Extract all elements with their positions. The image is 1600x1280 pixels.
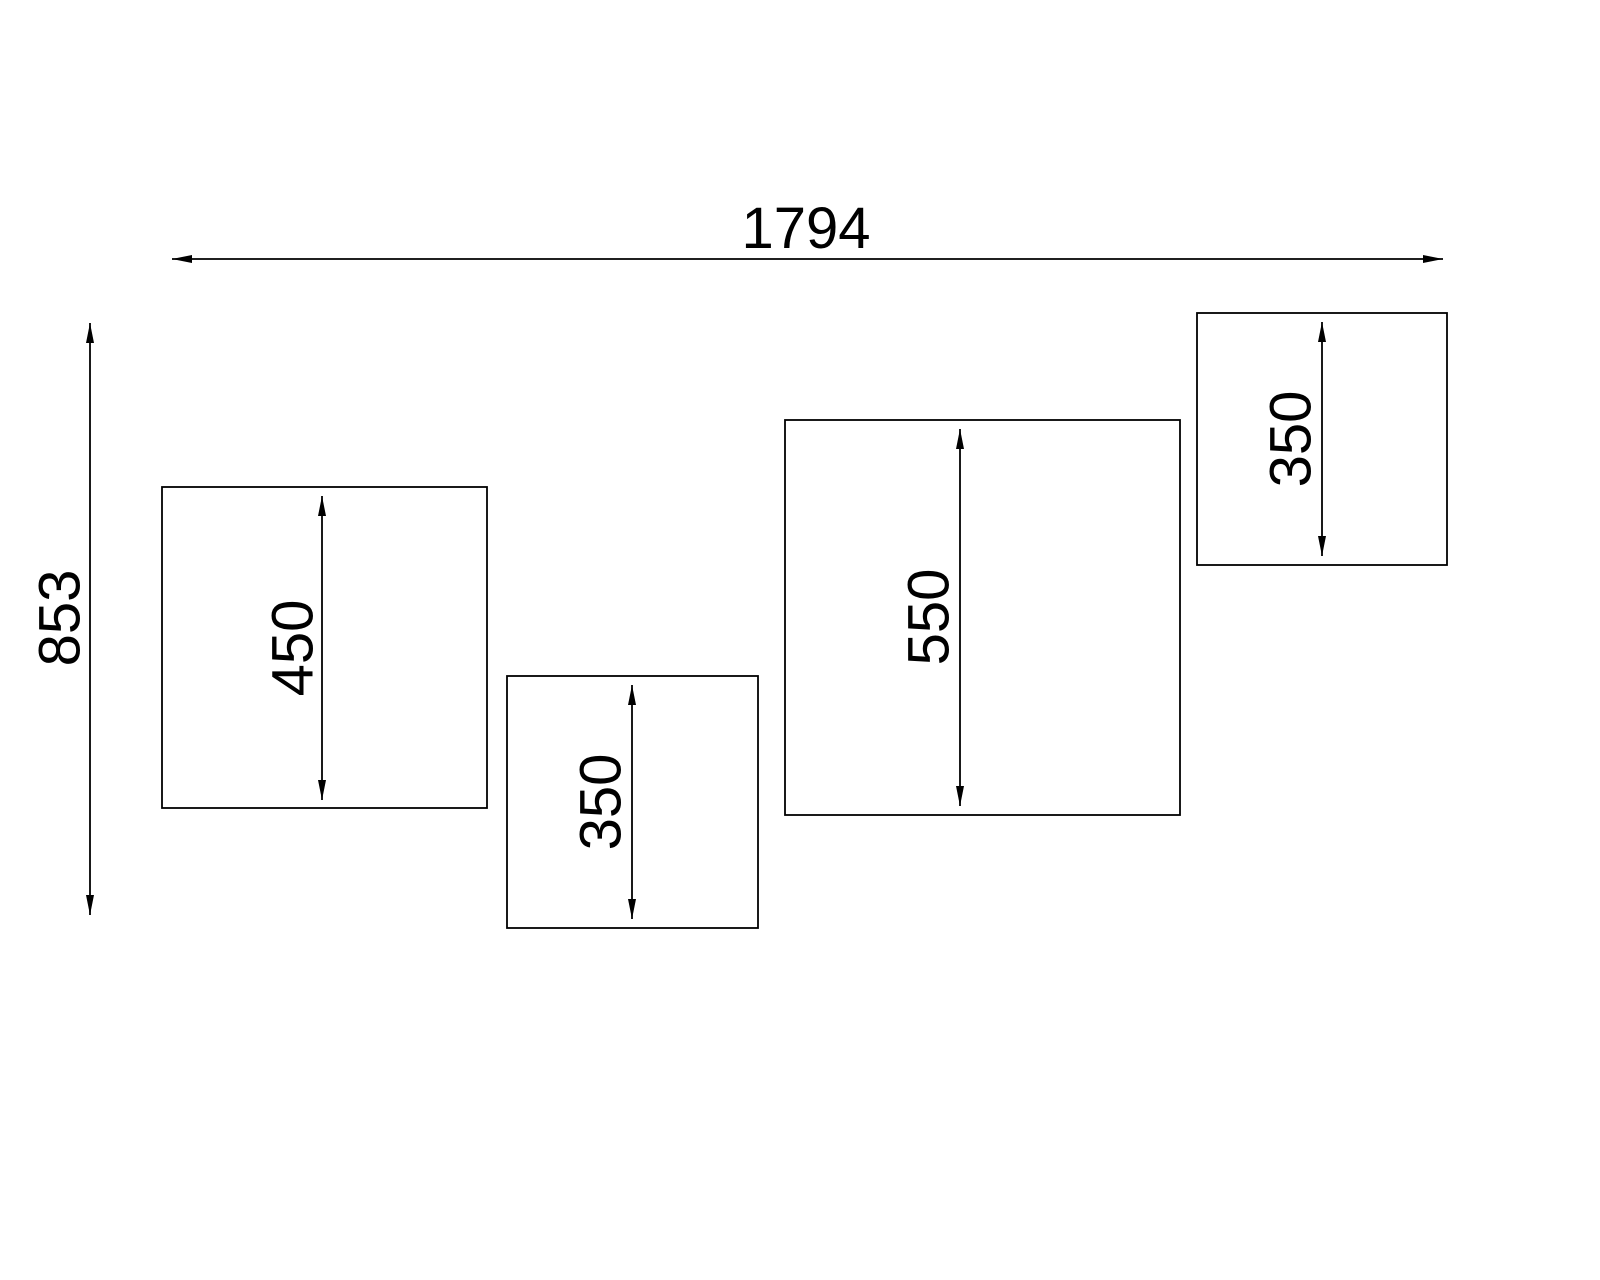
panel-4-outline xyxy=(1196,312,1448,566)
panel-2-arrow-down-icon xyxy=(628,899,636,919)
panel-3-arrow-down-icon xyxy=(956,786,964,806)
overall-width-dimension: 1794 xyxy=(172,196,1443,263)
panel-2-arrow-up-icon xyxy=(628,685,636,705)
panel-3-height-label: 550 xyxy=(897,569,962,666)
panel-2: 350 xyxy=(506,675,759,929)
panel-3-outline xyxy=(784,419,1181,816)
height-arrow-up-icon xyxy=(86,323,94,343)
panel-2-outline xyxy=(506,675,759,929)
width-arrow-right-icon xyxy=(1423,255,1443,263)
panel-1-height-label: 450 xyxy=(261,600,326,697)
panel-1-arrow-up-icon xyxy=(318,496,326,516)
panel-1: 450 xyxy=(161,486,488,809)
panel-4: 350 xyxy=(1196,312,1448,566)
panel-1-outline xyxy=(161,486,488,809)
panel-4-arrow-up-icon xyxy=(1318,322,1326,342)
panel-1-arrow-down-icon xyxy=(318,780,326,800)
overall-height-dimension: 853 xyxy=(28,323,94,915)
panel-3-arrow-up-icon xyxy=(956,429,964,449)
panel-4-height-label: 350 xyxy=(1259,391,1324,488)
overall-width-label: 1794 xyxy=(741,196,870,261)
width-arrow-left-icon xyxy=(172,255,192,263)
panel-4-arrow-down-icon xyxy=(1318,536,1326,556)
panel-2-height-label: 350 xyxy=(569,754,634,851)
panel-3: 550 xyxy=(784,419,1181,816)
height-arrow-down-icon xyxy=(86,895,94,915)
overall-height-label: 853 xyxy=(28,570,93,667)
